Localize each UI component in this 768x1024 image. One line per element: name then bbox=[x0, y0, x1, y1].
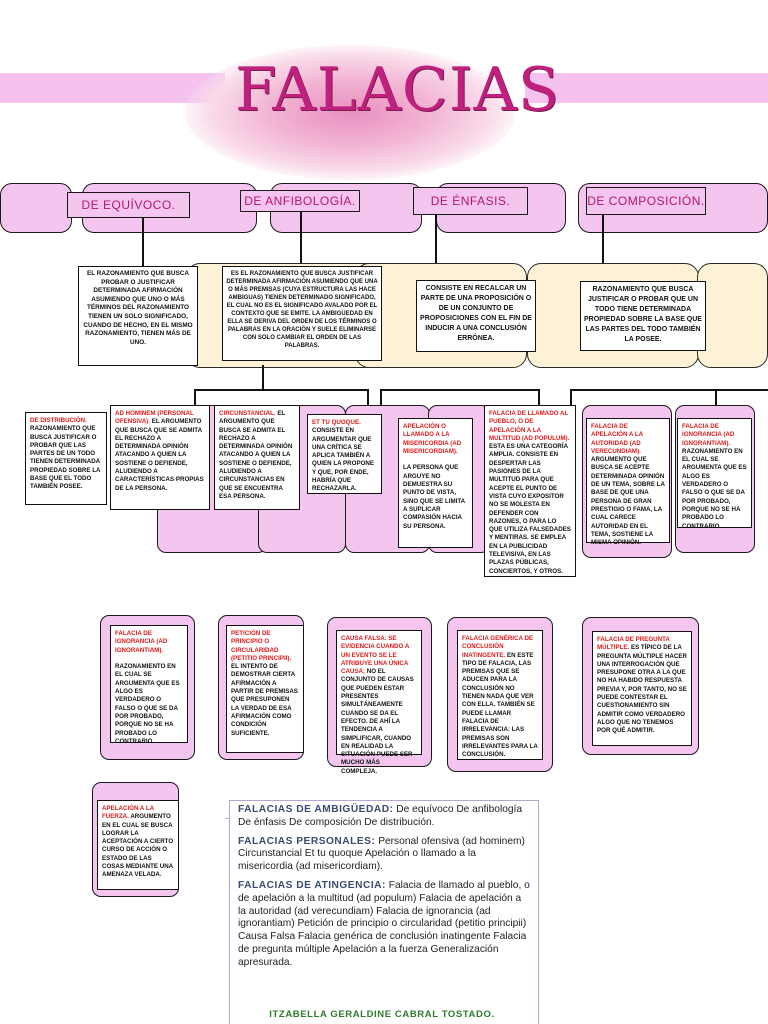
connector bbox=[262, 365, 264, 390]
summary-text: Falacia de llamado al pueblo, o de apela… bbox=[238, 880, 530, 968]
header-bg-1 bbox=[0, 183, 72, 233]
card-title: CIRCUNSTANCIAL. bbox=[219, 410, 276, 417]
page-title: FALACIAS bbox=[235, 55, 535, 125]
card-ad-misericordiam: APELACIÓN O LLAMADO A LA MISERICORDIA (A… bbox=[398, 418, 473, 548]
connector bbox=[380, 389, 540, 391]
card-distribucion: DE DISTRIBUCIÓN. RAZONAMIENTO QUE BUSCA … bbox=[25, 412, 107, 505]
card-text: LA PERSONA QUE ARGUYE NO DEMUESTRA SU PU… bbox=[403, 464, 465, 529]
summary-ambiguedad: FALACIAS DE AMBIGÜEDAD: De equívoco De a… bbox=[238, 804, 530, 830]
card-ad-hominem: AD HOMINEM (PERSONAL OFENSIVA). EL ARGUM… bbox=[110, 405, 210, 510]
card-title: PETICIÓN DE PRINCIPIO O CIRCULARIDAD (PE… bbox=[231, 630, 291, 662]
author-name: ITZABELLA GERALDINE CABRAL TOSTADO. bbox=[232, 1009, 532, 1020]
definition-enfasis: CONSISTE EN RECALCAR UN PARTE DE UNA PRO… bbox=[416, 280, 536, 352]
card-causa-falsa: CAUSA FALSA. SE EVIDENCIA CUANDO A UN EV… bbox=[336, 630, 422, 755]
summary-atingencia: FALACIAS DE ATINGENCIA: Falacia de llama… bbox=[238, 880, 530, 970]
card-text: ESTA ES UNA CATEGORÍA AMPLIA. CONSISTE E… bbox=[489, 443, 571, 574]
card-title: FALACIA DE IGNORANCIA (AD IGNORANTIAM). bbox=[115, 630, 167, 654]
connector bbox=[194, 389, 369, 391]
card-text: RAZONAMIENTO EN EL CUAL SE ARGUMENTA QUE… bbox=[682, 448, 747, 530]
card-text: EN ESTE TIPO DE FALACIA, LAS PREMISAS QU… bbox=[462, 652, 538, 759]
title-bar-right bbox=[525, 73, 768, 103]
header-label-composicion: DE COMPOSICIÓN. bbox=[586, 187, 706, 215]
card-et-tu-quoque: ET TU QUOQUE. CONSISTE EN ARGUMENTAR QUE… bbox=[307, 414, 382, 494]
connector bbox=[142, 218, 144, 266]
card-text: CONSISTE EN ARGUMENTAR QUE UNA CRÍTICA S… bbox=[312, 427, 374, 492]
card-text: ES TÍPICO DE LA PREGUNTA MÚLTIPLE HACER … bbox=[597, 644, 687, 734]
header-label-equivoco: DE EQUÍVOCO. bbox=[67, 192, 190, 218]
card-ad-ignorantiam: FALACIA DE IGNORANCIA (AD IGNORANTIAM). … bbox=[677, 418, 752, 528]
card-circunstancial: CIRCUNSTANCIAL. EL ARGUMENTO QUE BUSCA S… bbox=[214, 405, 300, 510]
card-title: FALACIA DE IGNORANCIA (AD IGNORANTIAM). bbox=[682, 423, 734, 447]
card-ignorantiam-2: FALACIA DE IGNORANCIA (AD IGNORANTIAM). … bbox=[110, 625, 188, 743]
summary-personales: FALACIAS PERSONALES: Personal ofensiva (… bbox=[238, 836, 530, 874]
card-ad-populum: FALACIA DE LLAMADO AL PUEBLO, O DE APELA… bbox=[484, 405, 576, 577]
summary-heading: FALACIAS DE AMBIGÜEDAD: bbox=[238, 804, 393, 815]
header-label-anfibologia: DE ANFIBOLOGÍA. bbox=[240, 190, 360, 212]
card-text: EL ARGUMENTO QUE BUSCA QUE SE ADMITA EL … bbox=[115, 418, 204, 491]
card-title: FALACIA DE APELACIÓN A LA AUTORIDAD (AD … bbox=[591, 423, 643, 455]
card-text: EL ARGUMENTO QUE BUSCA SE ADMITA EL RECH… bbox=[219, 410, 292, 500]
card-text: EL INTENTO DE DEMOSTRAR CIERTA AFIRMACIÓ… bbox=[231, 663, 298, 736]
summary-box: FALACIAS DE AMBIGÜEDAD: De equívoco De a… bbox=[229, 800, 539, 1024]
connector bbox=[570, 389, 768, 391]
card-conclusion-inatingente: FALACIA GENÉRICA DE CONCLUSIÓN INATINGEN… bbox=[457, 630, 543, 760]
card-petitio-principii: PETICIÓN DE PRINCIPIO O CIRCULARIDAD (PE… bbox=[226, 625, 304, 753]
card-pregunta-multiple: FALACIA DE PREGUNTA MÚLTIPLE. ES TÍPICO … bbox=[592, 631, 692, 746]
card-apelacion-fuerza: APELACIÓN A LA FUERZA. ARGUMENTO EN EL C… bbox=[97, 800, 179, 890]
card-text: RAZONAMIENTO EN EL CUAL SE ARGUMENTA QUE… bbox=[115, 663, 180, 745]
connector bbox=[300, 212, 302, 267]
card-text: RAZONAMIENTO QUE BUSCA JUSTIFICAR O PROB… bbox=[30, 425, 100, 490]
definition-composicion: RAZONAMIENTO QUE BUSCA JUSTIFICAR O PROB… bbox=[580, 281, 706, 351]
card-title: APELACIÓN O LLAMADO A LA MISERICORDIA (A… bbox=[403, 423, 461, 455]
card-text: ARGUMENTO EN EL CUAL SE BUSCA LOGRAR LA … bbox=[102, 813, 173, 878]
definition-bg-4 bbox=[697, 263, 768, 368]
summary-heading: FALACIAS DE ATINGENCIA: bbox=[238, 880, 386, 891]
card-text: NO EL CONJUNTO DE CAUSAS QUE PUEDEN ESTA… bbox=[341, 668, 414, 775]
card-text: ARGUMENTO QUE BUSCA SE ACEPTE DETERMINAD… bbox=[591, 456, 665, 546]
summary-heading: FALACIAS PERSONALES: bbox=[238, 836, 375, 847]
card-ad-verecundiam: FALACIA DE APELACIÓN A LA AUTORIDAD (AD … bbox=[586, 418, 670, 543]
definition-anfibologia: ES EL RAZONAMIENTO QUE BUSCA JUSTIFICAR … bbox=[222, 266, 382, 361]
header-label-enfasis: DE ÉNFASIS. bbox=[413, 187, 528, 215]
card-title: ET TU QUOQUE. bbox=[312, 419, 361, 426]
definition-equivoco: EL RAZONAMIENTO QUE BUSCA PROBAR O JUSTI… bbox=[78, 266, 198, 366]
card-title: DE DISTRIBUCIÓN. bbox=[30, 417, 87, 424]
card-title: FALACIA DE LLAMADO AL PUEBLO, O DE APELA… bbox=[489, 410, 569, 442]
